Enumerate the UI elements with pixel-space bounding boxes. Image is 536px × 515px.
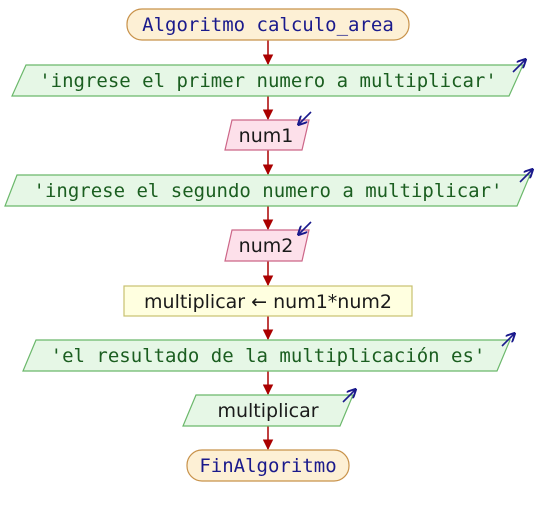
output-block-4: multiplicar xyxy=(182,390,355,427)
output-1-text: 'ingrese el primer numero a multiplicar' xyxy=(39,70,497,92)
output-block-1: 'ingrese el primer numero a multiplicar' xyxy=(11,60,525,97)
start-terminal: Algoritmo calculo_area xyxy=(126,8,410,41)
output-arrow-icon xyxy=(501,334,514,347)
end-label: FinAlgoritmo xyxy=(199,455,336,477)
output-2-text: 'ingrese el segundo numero a multiplicar… xyxy=(34,180,503,202)
start-label: Algoritmo calculo_area xyxy=(142,14,394,36)
input-1-text: num1 xyxy=(239,125,294,147)
output-block-2: 'ingrese el segundo numero a multiplicar… xyxy=(4,170,532,207)
output-4-text: multiplicar xyxy=(217,400,318,422)
process-block: multiplicar ← num1*num2 xyxy=(123,285,413,317)
input-arrow-icon xyxy=(299,111,312,124)
output-arrow-icon xyxy=(512,60,525,73)
output-arrow-icon xyxy=(342,390,355,403)
end-terminal: FinAlgoritmo xyxy=(186,449,350,482)
assign-text: multiplicar ← num1*num2 xyxy=(144,291,392,313)
output-3-text: 'el resultado de la multiplicación es' xyxy=(51,345,486,367)
input-block-1: num1 xyxy=(224,111,312,151)
input-block-2: num2 xyxy=(224,221,312,262)
input-2-text: num2 xyxy=(239,235,294,257)
output-arrow-icon xyxy=(519,170,532,183)
output-block-3: 'el resultado de la multiplicación es' xyxy=(22,334,514,372)
input-arrow-icon xyxy=(299,221,312,234)
